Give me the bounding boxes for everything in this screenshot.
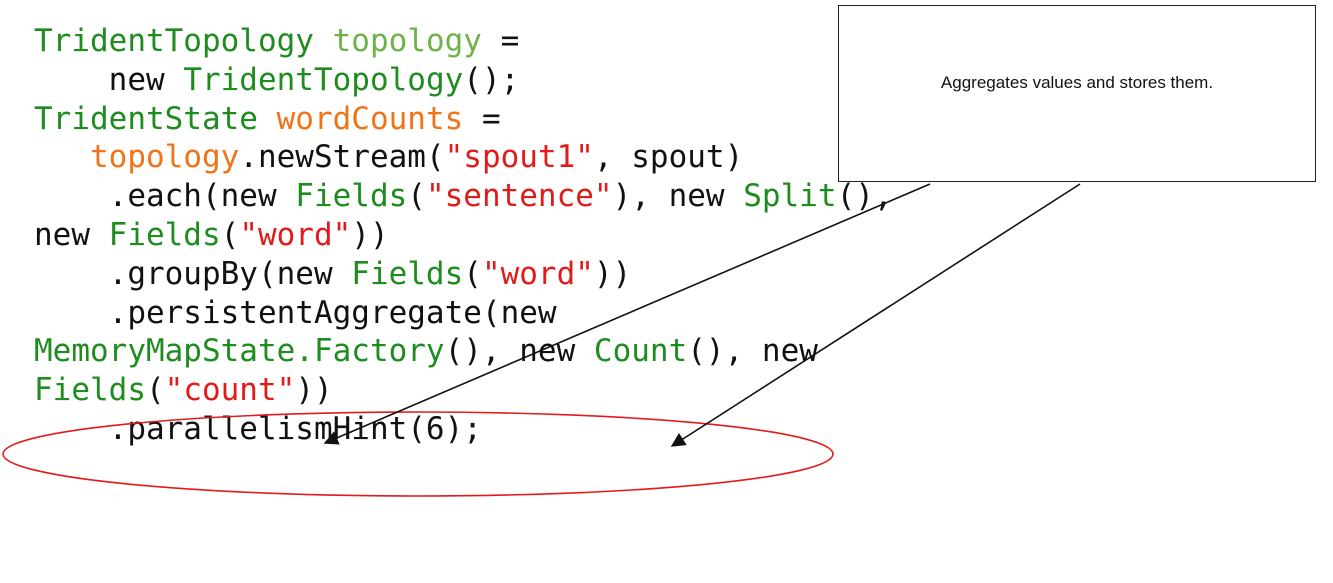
code-token-str: "word" [239, 216, 352, 253]
code-token-plain: .newStream( [239, 139, 445, 176]
code-token-type: Fields [34, 372, 146, 409]
callout-box: Aggregates values and stores them. [838, 5, 1316, 182]
code-token-plain: ( [145, 372, 165, 409]
code-token-type: Fields [351, 255, 464, 292]
code-block: TridentTopology topology = new TridentTo… [34, 22, 893, 449]
code-line: TridentTopology topology = [34, 22, 893, 61]
code-token-type: TridentTopology [183, 61, 464, 98]
code-token-plain: new [34, 216, 109, 253]
code-token-type: TridentTopology [34, 23, 314, 59]
code-token-plain [34, 139, 90, 175]
code-line: .parallelismHint(6); [34, 410, 893, 449]
code-line: new TridentTopology(); [34, 61, 893, 100]
code-token-plain: ( [407, 178, 426, 215]
callout-text: Aggregates values and stores them. [940, 72, 1214, 92]
code-line: .each(new Fields("sentence"), new Split(… [34, 177, 893, 216]
code-token-type: Count [593, 333, 688, 370]
code-line: topology.newStream("spout1", spout) [34, 138, 893, 177]
code-token-plain: (); [463, 61, 520, 98]
code-token-plain: ( [220, 216, 240, 253]
code-token-plain: = [463, 100, 501, 137]
code-token-plain: (), [836, 178, 893, 215]
code-line: .persistentAggregate(new [34, 294, 893, 333]
code-token-plain: (), new [444, 333, 594, 370]
code-token-var1: topology [332, 23, 482, 59]
code-token-plain: ), new [612, 178, 744, 215]
code-token-type: Fields [108, 216, 221, 253]
code-token-str: "word" [481, 255, 594, 292]
code-token-type: MemoryMapState.Factory [34, 333, 445, 370]
code-token-str: "sentence" [425, 178, 613, 215]
code-line: .groupBy(new Fields("word")) [34, 255, 893, 294]
code-token-plain: ( [463, 255, 482, 292]
code-token-var2: wordCounts [276, 100, 464, 137]
code-token-type: TridentState [34, 100, 258, 137]
code-line: new Fields("word")) [34, 216, 893, 255]
code-token-plain: )) [351, 216, 389, 253]
code-token-plain: new [34, 61, 184, 98]
code-token-str: "count" [164, 372, 296, 409]
code-line: Fields("count")) [34, 371, 893, 410]
code-token-type: Fields [295, 178, 408, 215]
code-line: TridentState wordCounts = [34, 100, 893, 139]
code-token-plain: .groupBy(new [34, 255, 352, 292]
code-line: MemoryMapState.Factory(), new Count(), n… [34, 332, 893, 371]
code-token-type: Split [743, 178, 837, 215]
code-token-var2: topology [90, 139, 240, 176]
code-token-plain: (), new [687, 333, 818, 370]
code-token-plain: )) [593, 255, 632, 292]
code-token-plain: .parallelismHint(6); [34, 410, 482, 447]
code-token-plain: .each(new [34, 178, 296, 215]
code-token-str: "spout1" [444, 139, 594, 176]
code-token-plain: .persistentAggregate(new [34, 294, 557, 331]
code-token-plain: = [481, 23, 520, 59]
code-token-plain: , spout) [593, 139, 744, 176]
code-token-plain [258, 101, 277, 137]
code-token-plain [314, 23, 333, 59]
code-token-plain: )) [295, 372, 333, 409]
